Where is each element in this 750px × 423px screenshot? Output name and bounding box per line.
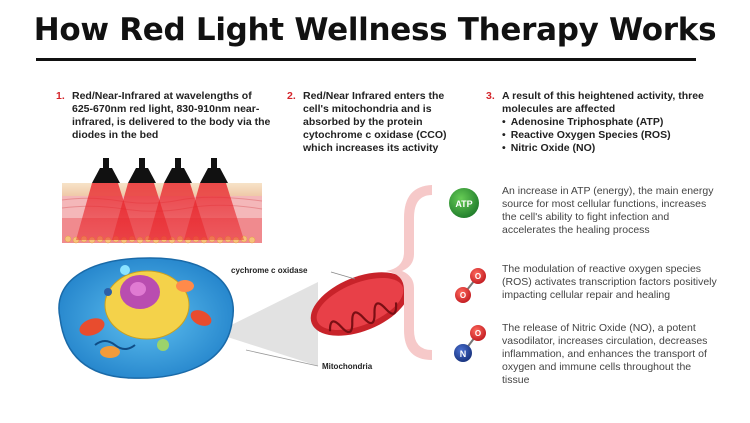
step-3: 3. A result of this heightened activity,… [486,90,712,155]
step-1-number: 1. [56,90,65,102]
atp-molecule-icon: ATP [449,188,479,218]
animal-cell [58,257,234,379]
no-molecule-icon: O N [454,325,486,362]
mitochondria-pointer [245,349,319,367]
mitochondrion [310,272,410,336]
molecule-ros-item: Reactive Oxygen Species (ROS) [502,129,712,142]
effect-ros-text: The modulation of reactive oxygen specie… [502,263,717,301]
step-1-text: Red/Near-Infrared at wavelengths of 625-… [72,90,271,141]
molecule-list: Adenosine Triphosphate (ATP) Reactive Ox… [502,116,712,155]
step-2: 2. Red/Near Infrared enters the cell's m… [287,90,463,155]
molecule-no-item: Nitric Oxide (NO) [502,142,712,155]
molecule-atp-item: Adenosine Triphosphate (ATP) [502,116,712,129]
effect-no-text: The release of Nitric Oxide (NO), a pote… [502,322,708,386]
cco-label: cychrome c oxidase [231,266,308,275]
page-title: How Red Light Wellness Therapy Works [33,12,717,48]
zoom-cone [215,282,318,366]
effects-brace [386,185,432,360]
ros-molecule-icon: O O [455,268,486,303]
step-1: 1. Red/Near-Infrared at wavelengths of 6… [56,90,272,142]
no-o-label: O [475,329,481,338]
ros-o-label-2: O [460,291,466,300]
step-2-text: Red/Near Infrared enters the cell's mito… [303,90,447,154]
effect-atp-text: An increase in ATP (energy), the main en… [502,185,714,236]
mitochondria-label: Mitochondria [322,362,373,371]
step-3-text: A result of this heightened activity, th… [502,90,704,115]
red-light-beams [76,183,244,240]
title-divider [36,58,696,61]
cco-pointer [330,271,356,280]
ros-o-label-1: O [475,272,481,281]
no-n-label: N [460,349,467,359]
atp-molecule-label: ATP [455,199,472,209]
led-diodes [92,158,228,183]
step-3-number: 3. [486,90,495,102]
step-2-number: 2. [287,90,296,102]
